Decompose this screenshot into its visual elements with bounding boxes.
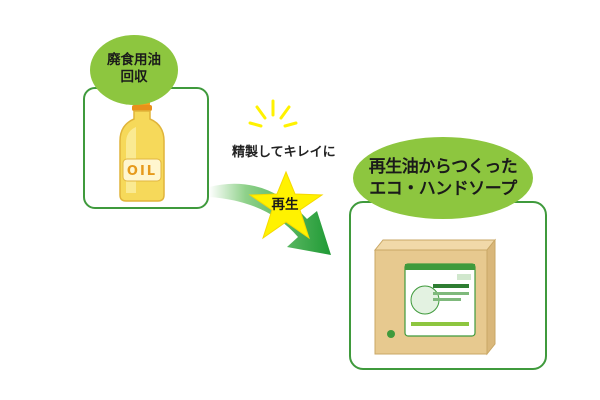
sparkle-burst-icon <box>248 99 298 128</box>
refining-caption: 精製してキレイに <box>232 145 336 160</box>
product-label-line2: エコ・ハンドソープ <box>369 179 517 199</box>
product-label-bubble: 再生油からつくった エコ・ハンドソープ <box>353 137 533 219</box>
collection-label-line2: 回収 <box>120 69 148 85</box>
regeneration-star-label: 再生 <box>271 197 299 213</box>
bottle-label: OIL <box>127 164 157 179</box>
collection-label-line1: 廃食用油 <box>107 52 161 68</box>
collection-label-bubble: 廃食用油 回収 <box>90 35 178 105</box>
soap-carton-box <box>373 238 497 356</box>
oil-bottle-icon: OIL <box>119 97 165 202</box>
product-label-line1: 再生油からつくった <box>368 157 518 177</box>
flow-arrow <box>209 183 331 255</box>
regeneration-star-icon <box>248 170 324 240</box>
